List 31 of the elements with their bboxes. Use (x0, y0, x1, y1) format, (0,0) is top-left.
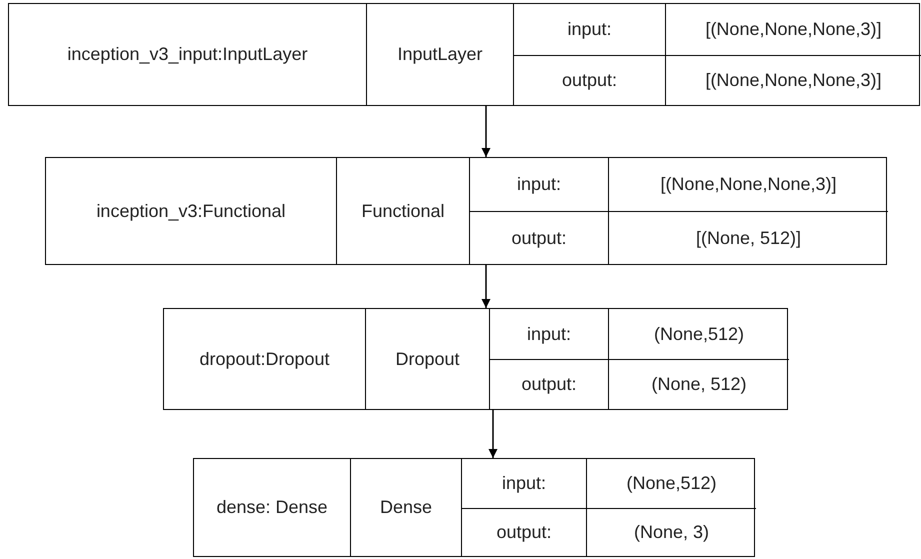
layer-type: Functional (336, 158, 469, 264)
layer-box (8, 3, 920, 106)
layer-name: dropout:Dropout (198, 348, 331, 371)
port-label: output: (469, 211, 608, 264)
shape-value: [(None,None,None,3)] (665, 4, 921, 54)
layer-name: inception_v3:Functional (95, 200, 287, 223)
layer-name: dense: Dense (215, 496, 329, 519)
shape-value: (None,512) (608, 309, 789, 359)
port-label: input: (469, 158, 608, 211)
port-label: input: (461, 459, 586, 508)
layer-box (163, 308, 788, 410)
layer-type: InputLayer (366, 4, 513, 105)
shape-value: (None, 512) (608, 359, 789, 409)
port-label: input: (513, 4, 665, 54)
arrow (482, 106, 490, 157)
layer-name: inception_v3_input:InputLayer (66, 43, 309, 66)
arrow (482, 265, 490, 308)
shape-value: (None, 3) (586, 508, 756, 556)
arrow (488, 410, 498, 458)
port-label: output: (461, 508, 586, 556)
port-label: output: (513, 54, 665, 105)
shape-value: [(None,None,None,3)] (608, 158, 888, 211)
port-label: input: (489, 309, 608, 359)
layer-type: Dropout (365, 309, 489, 409)
layer-box (45, 157, 887, 265)
shape-value: [(None, 512)] (608, 211, 888, 264)
shape-value: [(None,None,None,3)] (665, 54, 921, 105)
port-label: output: (489, 359, 608, 409)
shape-value: (None,512) (586, 459, 756, 508)
layer-box (193, 458, 755, 557)
layer-type: Dense (350, 459, 461, 556)
